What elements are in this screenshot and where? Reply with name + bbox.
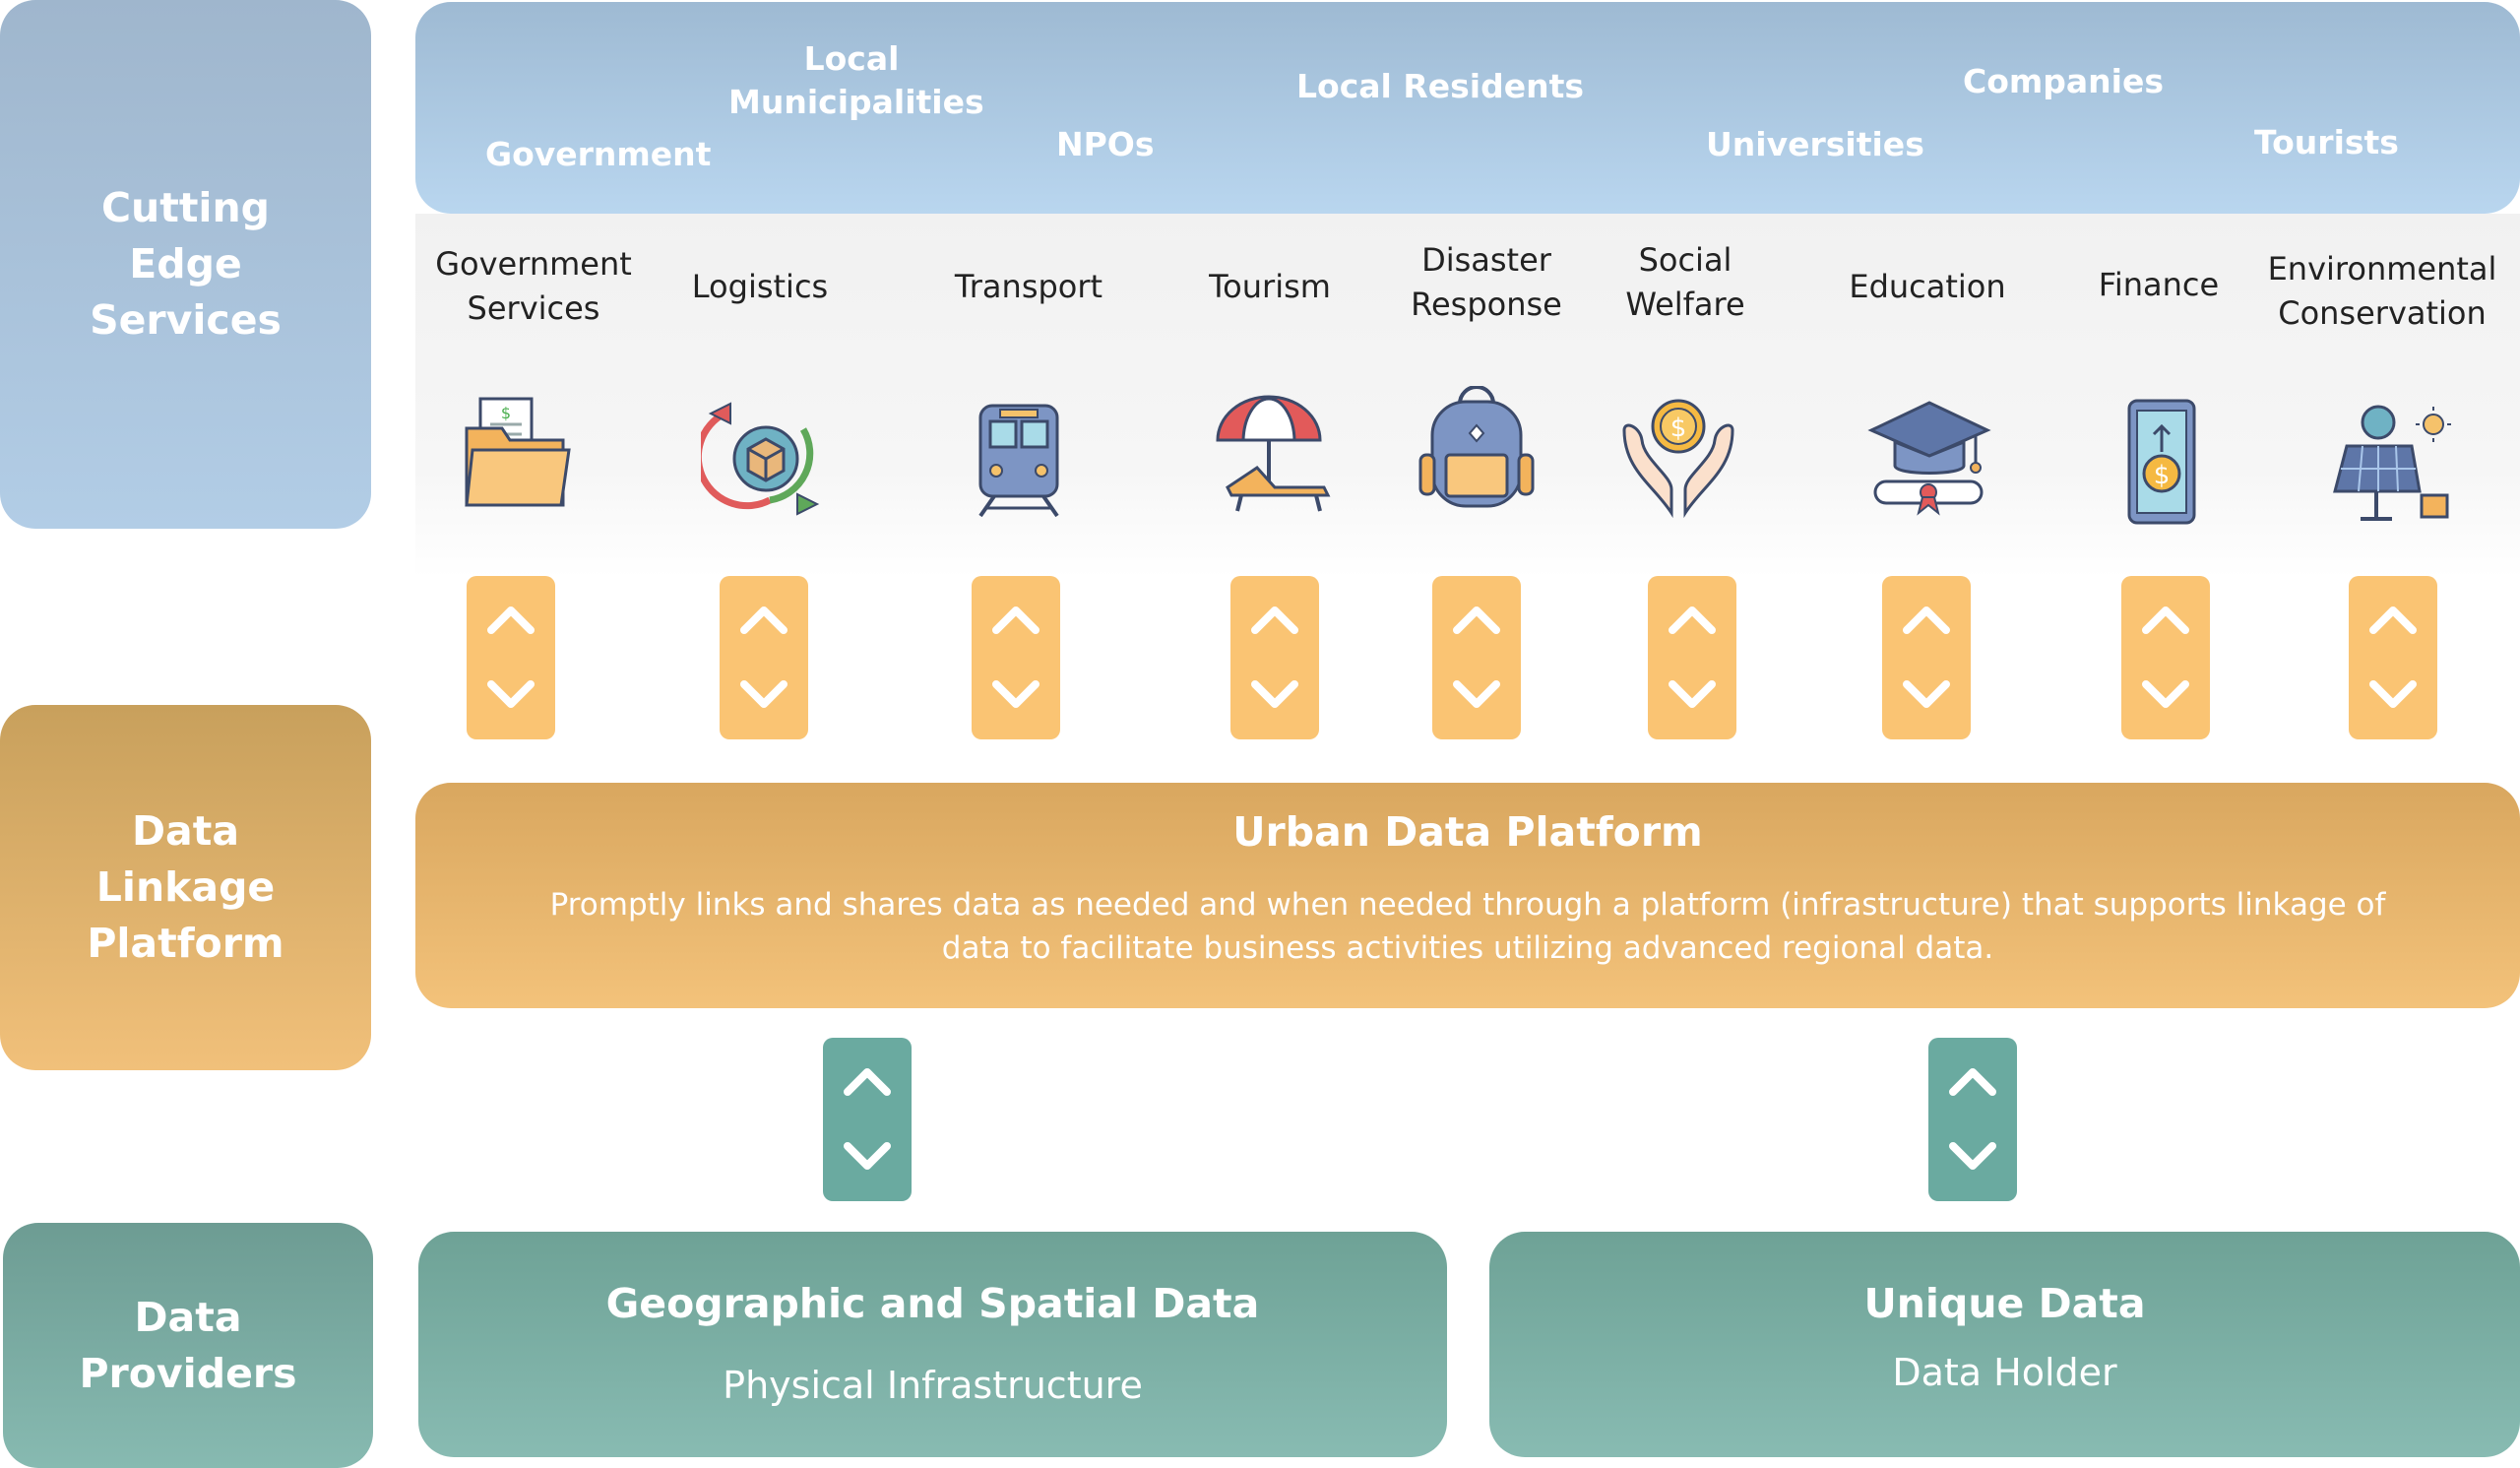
- stakeholder-local-municipalities: Local Municipalities: [728, 39, 984, 121]
- provider-title: Geographic and Spatial Data: [605, 1280, 1260, 1327]
- hands-coin-icon: $: [1622, 399, 1734, 519]
- graduation-cap-icon: [1867, 401, 1991, 516]
- service-label-tourism: Tourism: [1209, 268, 1331, 305]
- mobile-payment-icon: $: [2127, 399, 2196, 525]
- layer-label-data-linkage-platform: Data Linkage Platform: [0, 705, 371, 1070]
- layer-label-text: Cutting Edge Services: [90, 184, 282, 344]
- bidirectional-arrow-logistics: [720, 576, 808, 739]
- svg-text:$: $: [501, 404, 511, 422]
- urban-data-platform: Urban Data Platform Promptly links and s…: [415, 783, 2520, 1008]
- stakeholder-universities: Universities: [1706, 125, 1924, 163]
- bidirectional-arrow-geographic-data: [823, 1038, 912, 1201]
- layer-label-text: Data Linkage Platform: [87, 807, 284, 967]
- bidirectional-arrow-finance: [2121, 576, 2210, 739]
- solar-panel-icon: [2333, 405, 2451, 521]
- provider-geographic-spatial-data: Geographic and Spatial Data Physical Inf…: [418, 1232, 1447, 1457]
- bidirectional-arrow-disaster-response: [1432, 576, 1521, 739]
- stakeholder-government: Government: [485, 135, 712, 173]
- service-label-education: Education: [1849, 268, 2006, 305]
- stakeholders-band: [415, 2, 2520, 214]
- service-label-finance: Finance: [2098, 266, 2220, 303]
- stakeholder-local-residents: Local Residents: [1296, 67, 1584, 105]
- train-icon: [978, 404, 1059, 518]
- layer-label-text: Data Providers: [79, 1293, 297, 1397]
- beach-umbrella-icon: [1216, 395, 1331, 512]
- service-label-government-services: Government Services: [435, 245, 632, 327]
- provider-subtitle: Data Holder: [1892, 1351, 2117, 1394]
- bidirectional-arrow-social-welfare: [1648, 576, 1736, 739]
- layer-label-cutting-edge-services: Cutting Edge Services: [0, 0, 371, 529]
- platform-description: Promptly links and shares data as needed…: [549, 887, 2386, 966]
- platform-title: Urban Data Platform: [1232, 808, 1703, 856]
- bidirectional-arrow-tourism: [1230, 576, 1319, 739]
- folder-document-icon: $: [465, 397, 571, 507]
- svg-text:$: $: [1670, 414, 1687, 443]
- stakeholder-tourists: Tourists: [2254, 123, 2399, 161]
- provider-title: Unique Data: [1863, 1280, 2146, 1327]
- bidirectional-arrow-government-services: [467, 576, 555, 739]
- bidirectional-arrow-unique-data: [1928, 1038, 2017, 1201]
- svg-text:$: $: [2154, 461, 2171, 490]
- service-label-social-welfare: Social Welfare: [1625, 241, 1745, 323]
- service-label-environmental-conservation: Environmental Conservation: [2267, 250, 2497, 332]
- provider-subtitle: Physical Infrastructure: [723, 1364, 1143, 1407]
- service-label-disaster-response: Disaster Response: [1411, 241, 1562, 323]
- layer-label-data-providers: Data Providers: [3, 1223, 373, 1468]
- service-label-logistics: Logistics: [691, 268, 829, 305]
- stakeholder-companies: Companies: [1963, 62, 2164, 100]
- bidirectional-arrow-education: [1882, 576, 1971, 739]
- service-label-transport: Transport: [954, 268, 1103, 305]
- package-cycle-icon: [701, 402, 820, 516]
- bidirectional-arrow-transport: [972, 576, 1060, 739]
- emergency-backpack-icon: [1418, 386, 1535, 508]
- provider-unique-data: Unique Data Data Holder: [1489, 1232, 2520, 1457]
- stakeholder-npos: NPOs: [1056, 125, 1155, 163]
- bidirectional-arrow-environmental-conservation: [2349, 576, 2437, 739]
